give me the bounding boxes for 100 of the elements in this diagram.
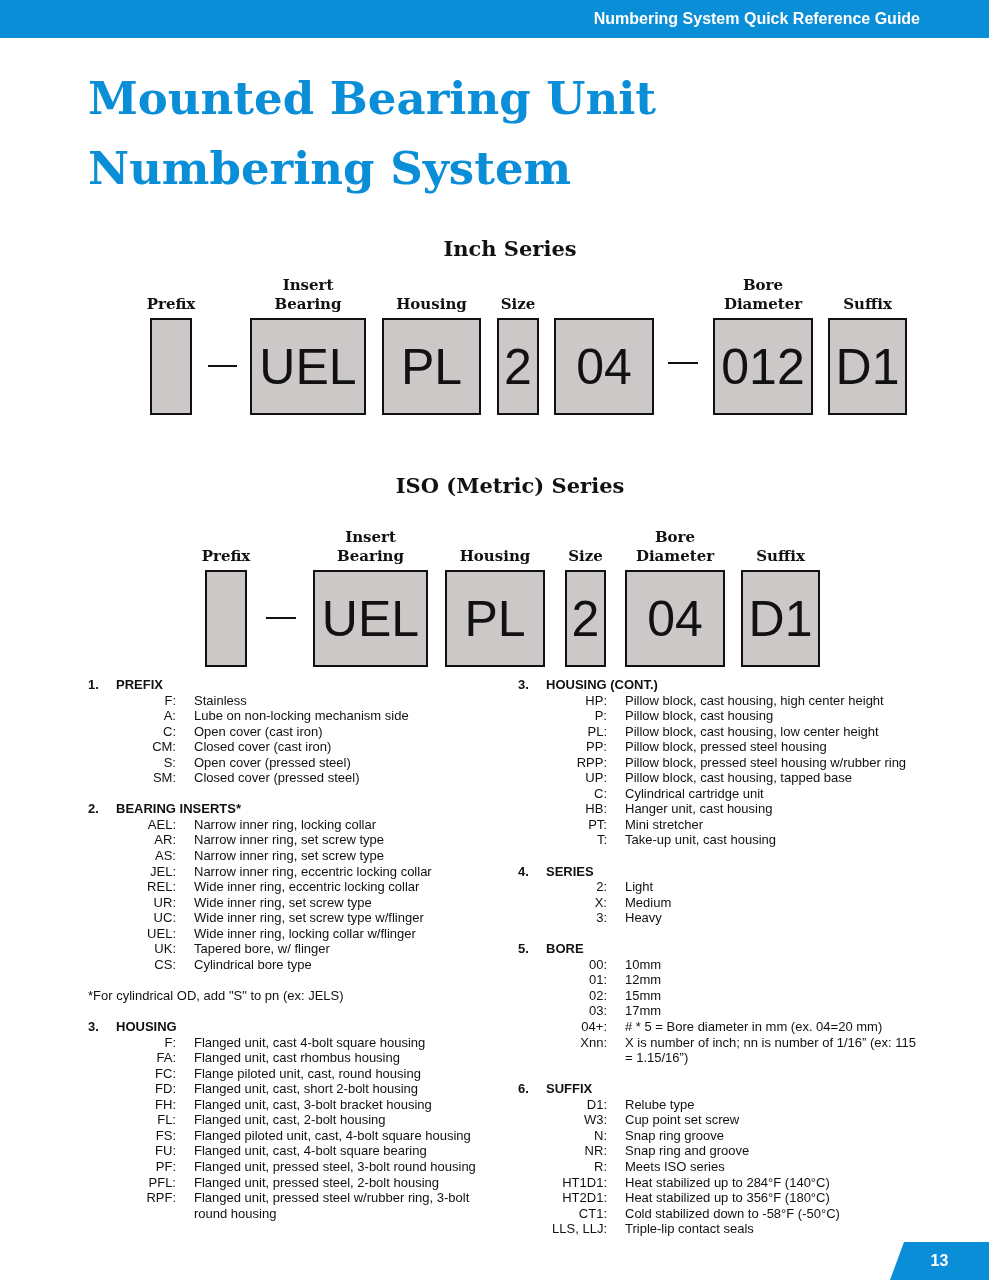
header-title: Numbering System Quick Reference Guide xyxy=(593,10,920,28)
code-description: Flanged unit, cast, 3-bolt bracket housing xyxy=(194,1096,433,1113)
code-description: X is number of inch; nn is number of 1/16” (ex: 115 = 1.15/16”) xyxy=(625,1034,917,1066)
field-heading: Size xyxy=(567,547,604,566)
code-description: Wide inner ring, locking collar w/flinger xyxy=(194,925,417,942)
code-description: Pillow block, pressed steel housing xyxy=(625,739,828,755)
code-label: UR: xyxy=(152,894,176,911)
section-number: 3. xyxy=(518,677,530,693)
code-label: SM: xyxy=(151,770,176,786)
section-heading: BEARING INSERTS* xyxy=(116,801,241,817)
code-characters: 04 xyxy=(647,593,703,644)
code-label: HP: xyxy=(584,692,607,709)
code-characters: PL xyxy=(464,593,526,644)
code-description: Cylindrical bore type xyxy=(194,956,313,973)
code-description: Tapered bore, w/ flinger xyxy=(194,941,331,957)
code-label: N: xyxy=(593,1127,607,1144)
series-heading: ISO (Metric) Series xyxy=(395,473,625,498)
code-description: Hanger unit, cast housing xyxy=(625,801,774,817)
code-description: Heat stabilized up to 284°F (140°C) xyxy=(625,1174,831,1191)
code-description: Flanged unit, cast, short 2-bolt housing xyxy=(194,1081,420,1097)
code-label: CT1: xyxy=(577,1205,607,1222)
code-label: FU: xyxy=(154,1143,176,1159)
code-description: Flanged unit, cast rhombus housing xyxy=(194,1050,401,1066)
code-description: Open cover (cast iron) xyxy=(194,723,324,740)
code-description: 12mm xyxy=(625,972,663,988)
code-label: PL: xyxy=(586,723,607,740)
code-description: Pillow block, cast housing xyxy=(625,708,775,724)
code-description: Stainless xyxy=(194,692,248,709)
section-number: 5. xyxy=(518,941,530,957)
code-label: AS: xyxy=(154,848,176,864)
code-characters: 012 xyxy=(721,341,805,392)
code-characters: UEL xyxy=(321,593,420,644)
code-description: Pillow block, cast housing, low center height xyxy=(625,723,880,740)
code-description: Triple-lip contact seals xyxy=(625,1221,755,1237)
code-label: D1: xyxy=(585,1096,607,1113)
code-description: Flanged piloted unit, cast, 4-bolt square housing xyxy=(194,1127,472,1144)
section-heading: BORE xyxy=(546,941,584,957)
code-label: W3: xyxy=(582,1112,607,1128)
code-label: UC: xyxy=(152,910,176,926)
code-description: Flange piloted unit, cast, round housing xyxy=(194,1065,422,1082)
code-description: 15mm xyxy=(625,987,663,1004)
code-label: FH: xyxy=(154,1096,176,1113)
code-label: P: xyxy=(593,708,607,724)
code-box xyxy=(554,318,654,415)
code-description: Pillow block, cast housing, high center height xyxy=(625,692,885,709)
section-number: 2. xyxy=(88,801,100,817)
code-label: LLS, LLJ: xyxy=(551,1221,607,1237)
section-number: 1. xyxy=(88,677,100,693)
code-description: Snap ring and groove xyxy=(625,1143,751,1159)
code-description: Closed cover (pressed steel) xyxy=(194,770,361,786)
code-label: UK: xyxy=(153,941,176,957)
code-description: Cold stabilized down to -58°F (-50°C) xyxy=(625,1205,841,1222)
code-label: HT2D1: xyxy=(561,1190,607,1206)
code-label: JEL: xyxy=(149,863,176,880)
code-description: Narrow inner ring, locking collar xyxy=(194,816,378,833)
field-heading: Bore Diameter xyxy=(634,528,716,566)
field-heading: Housing xyxy=(395,295,468,314)
code-description: Heavy xyxy=(625,910,663,926)
code-description: Open cover (pressed steel) xyxy=(194,754,352,771)
code-label: 00: xyxy=(587,956,607,973)
code-label: FC: xyxy=(154,1065,176,1082)
field-heading: Prefix xyxy=(145,295,197,314)
code-label: PP: xyxy=(585,739,607,755)
code-description: Mini stretcher xyxy=(625,816,705,833)
code-description: Narrow inner ring, set screw type xyxy=(194,848,385,864)
code-label: HT1D1: xyxy=(561,1174,607,1191)
code-description: 10mm xyxy=(625,956,663,973)
code-description: Light xyxy=(625,879,655,895)
code-description: Take-up unit, cast housing xyxy=(625,832,778,848)
code-label: 03: xyxy=(587,1003,607,1020)
code-description: Meets ISO series xyxy=(625,1158,726,1175)
code-label: 04+: xyxy=(580,1019,607,1035)
code-description: Relube type xyxy=(625,1096,696,1113)
section-heading: PREFIX xyxy=(116,677,163,693)
field-heading: Insert Bearing xyxy=(336,528,405,566)
code-label: UEL: xyxy=(146,925,176,942)
code-characters: 2 xyxy=(504,341,532,392)
code-description: Cylindrical cartridge unit xyxy=(625,785,765,802)
code-description: Flanged unit, cast, 4-bolt square bearing xyxy=(194,1143,428,1159)
code-description: Flanged unit, pressed steel w/rubber ring, 3-bolt round housing xyxy=(194,1190,471,1222)
code-label: 01: xyxy=(587,972,607,988)
code-label: AR: xyxy=(153,832,176,848)
section-heading: SUFFIX xyxy=(546,1081,593,1097)
footnote: *For cylindrical OD, add "S" to pn (ex: JELS) xyxy=(88,987,345,1004)
code-label: C: xyxy=(593,785,607,802)
series-heading: Inch Series xyxy=(443,236,577,261)
code-label: S: xyxy=(162,754,176,771)
code-label: FS: xyxy=(154,1127,176,1144)
code-label: PT: xyxy=(587,816,607,833)
section-heading: HOUSING (CONT.) xyxy=(546,677,658,693)
code-label: RPP: xyxy=(575,754,607,771)
code-label: PF: xyxy=(154,1158,176,1175)
field-heading: Suffix xyxy=(842,295,893,314)
code-characters: D1 xyxy=(835,341,900,392)
code-description: Wide inner ring, eccentric locking collar xyxy=(194,879,421,895)
field-heading: Housing xyxy=(458,547,532,566)
code-label: T: xyxy=(595,832,607,848)
code-label: RPF: xyxy=(145,1190,176,1208)
code-label: CS: xyxy=(153,956,176,973)
code-characters: UEL xyxy=(259,341,357,392)
